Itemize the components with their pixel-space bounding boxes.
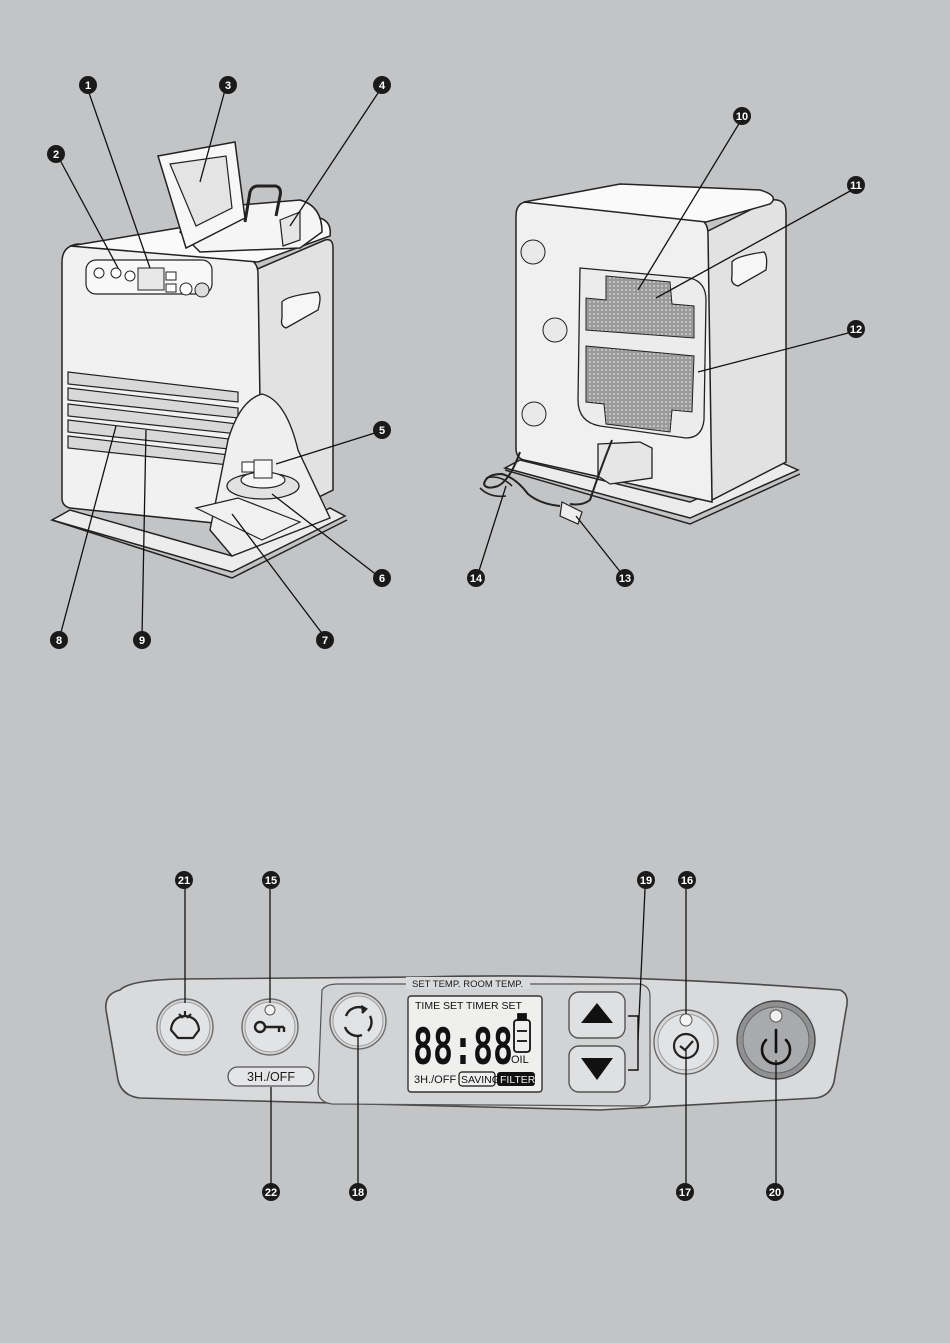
leader-lines	[59, 89, 853, 637]
callout-17: 17	[676, 1183, 694, 1201]
svg-text:19: 19	[640, 875, 652, 887]
power-button[interactable]	[736, 1000, 816, 1080]
callout-7: 7	[316, 631, 334, 649]
svg-text:11: 11	[850, 180, 862, 192]
svg-text:1: 1	[85, 80, 91, 92]
svg-text:22: 22	[265, 1187, 277, 1199]
svg-text:2: 2	[53, 149, 59, 161]
eco-button[interactable]	[156, 998, 214, 1056]
callout-4: 4	[373, 76, 391, 94]
callout-8: 8	[50, 631, 68, 649]
temp-down-button[interactable]	[568, 1045, 626, 1093]
svg-text:16: 16	[681, 875, 693, 887]
callout-18: 18	[349, 1183, 367, 1201]
heater-illustrations: 1 2 3 4 5 6 7 8 9 10 11 12 13 14	[47, 76, 865, 649]
callout-6: 6	[373, 569, 391, 587]
svg-text:5: 5	[379, 425, 385, 437]
lcd-display: TIME SET TIMER SET 88:88 OIL 3H./OFF SAV…	[407, 995, 543, 1093]
callout-22: 22	[262, 1183, 280, 1201]
timer-3h-off-button[interactable]: 3H./OFF	[227, 1066, 315, 1087]
lcd-digits: 88:88	[413, 1018, 513, 1076]
lock-indicator-lamp	[264, 1004, 276, 1016]
callout-21: 21	[175, 871, 193, 889]
svg-text:4: 4	[379, 80, 386, 92]
cycle-arrows-icon	[343, 1004, 373, 1038]
svg-text:10: 10	[736, 111, 748, 123]
svg-text:18: 18	[352, 1187, 364, 1199]
lcd-3h-off-indicator: 3H./OFF	[414, 1074, 456, 1086]
callout-5: 5	[373, 421, 391, 439]
svg-text:13: 13	[619, 573, 631, 585]
key-icon	[253, 1020, 286, 1034]
callout-1: 1	[79, 76, 97, 94]
svg-text:15: 15	[265, 875, 277, 887]
timer-indicator-lamp	[679, 1013, 693, 1027]
svg-text:21: 21	[178, 875, 190, 887]
svg-text:8: 8	[56, 635, 62, 647]
callout-11: 11	[847, 176, 865, 194]
lcd-oil-label: OIL	[511, 1054, 529, 1066]
callout-14: 14	[467, 569, 485, 587]
svg-text:12: 12	[850, 324, 862, 336]
triangle-up-icon	[581, 1003, 613, 1023]
callout-2: 2	[47, 145, 65, 163]
heater-back-view	[479, 183, 801, 525]
svg-text:20: 20	[769, 1187, 781, 1199]
callout-9: 9	[133, 631, 151, 649]
power-indicator-lamp	[769, 1009, 783, 1023]
svg-text:14: 14	[470, 573, 483, 585]
callout-13: 13	[616, 569, 634, 587]
svg-text:7: 7	[322, 635, 328, 647]
lcd-filter-indicator: FILTER	[500, 1074, 536, 1086]
lock-button[interactable]	[241, 998, 299, 1056]
callout-16: 16	[678, 871, 696, 889]
up-down-bracket	[628, 1015, 639, 1071]
svg-text:17: 17	[679, 1187, 691, 1199]
timer-button[interactable]	[653, 1009, 719, 1075]
callout-20: 20	[766, 1183, 784, 1201]
svg-text:9: 9	[139, 635, 145, 647]
callout-10: 10	[733, 107, 751, 125]
callout-12: 12	[847, 320, 865, 338]
svg-text:6: 6	[379, 573, 385, 585]
piggy-bank-icon	[169, 1011, 201, 1040]
lcd-saving-indicator: SAVING	[461, 1074, 500, 1086]
triangle-down-icon	[581, 1058, 613, 1080]
lcd-time-set-timer-set: TIME SET TIMER SET	[415, 1000, 523, 1012]
svg-text:3: 3	[225, 80, 231, 92]
set-temp-room-temp-label: SET TEMP. ROOM TEMP.	[412, 979, 523, 990]
callout-15: 15	[262, 871, 280, 889]
callout-19: 19	[637, 871, 655, 889]
oil-gauge-icon	[513, 1013, 531, 1053]
svg-text:3H./OFF: 3H./OFF	[247, 1070, 295, 1084]
mode-button[interactable]	[329, 992, 387, 1050]
temp-up-button[interactable]	[568, 991, 626, 1039]
callout-3: 3	[219, 76, 237, 94]
panel-body	[104, 975, 848, 1111]
